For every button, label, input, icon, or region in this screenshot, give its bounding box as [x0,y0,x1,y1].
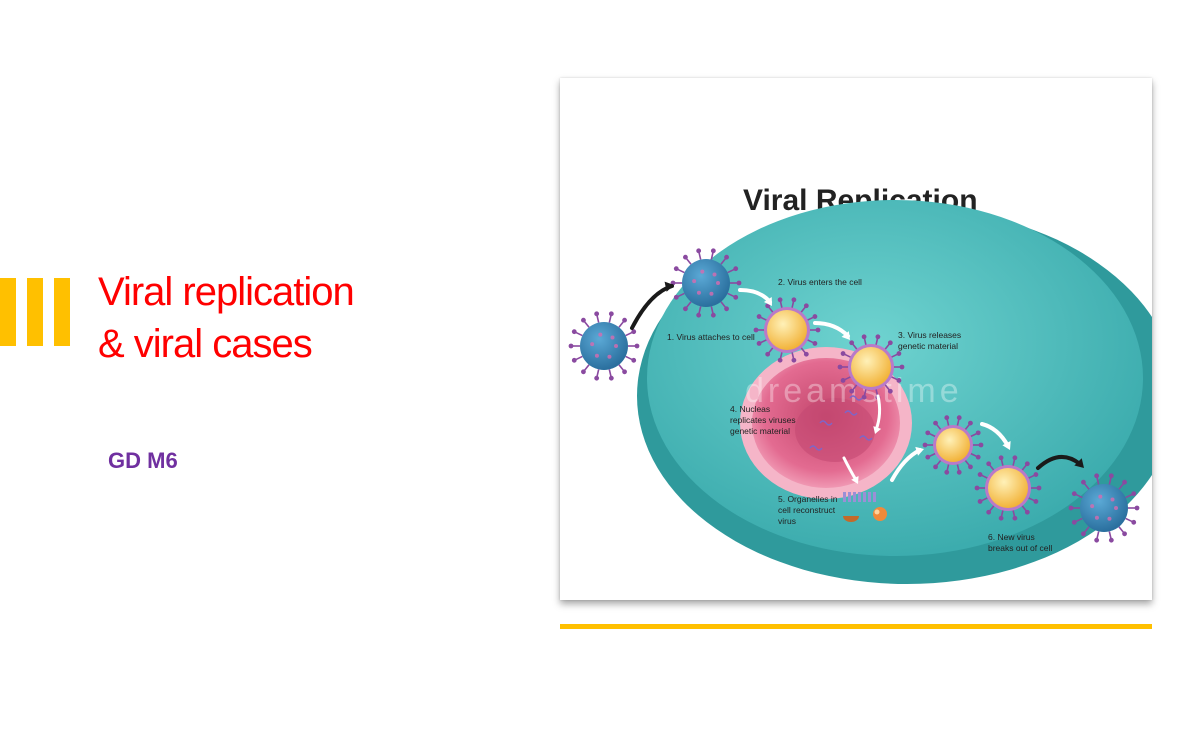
accent-bar [0,278,16,346]
step-label-4: 4. Nucleas replicates viruses genetic ma… [730,404,798,436]
virus-capsid-icon [922,415,984,475]
arrowhead-icon [664,281,674,292]
virus-particle-icon [1068,473,1140,543]
arrow-black-icon [1036,455,1082,470]
accent-bar [27,278,43,346]
virus-capsid-icon [753,297,821,363]
arrow-white-icon [980,422,1010,448]
step-label-1: 1. Virus attaches to cell [667,332,755,342]
virus-capsid-icon [974,455,1042,521]
step-label-6: 6. New virus breaks out of cell [988,532,1052,553]
organelles [843,492,887,522]
arrowhead-icon [841,331,850,340]
slide-title: Viral replication & viral cases [98,266,518,370]
figure-underline [560,624,1152,629]
genetic-material-icon [809,395,873,451]
slide-title-line1: Viral replication [98,270,355,314]
virus-particle-icon [670,248,742,318]
step-label-2: 2. Virus enters the cell [778,277,862,287]
virus-particle-icon [568,311,640,381]
arrowhead-icon [763,297,772,306]
accent-bar [54,278,70,346]
viral-replication-diagram: Viral Replication dreamstime 1. Virus at… [568,184,1152,584]
arrowhead-icon [1074,458,1084,468]
diagram-image: Viral Replication dreamstime 1. Virus at… [560,78,1152,600]
slide-title-line2: & viral cases [98,322,313,366]
slide-subtitle: GD M6 [108,448,178,473]
arrowhead-icon [851,476,859,484]
virus-capsid-icon [837,334,905,400]
step-label-5: 5. Organelles in cell reconstruct virus [778,494,840,526]
step-label-3: 3. Virus releases genetic material [898,330,964,351]
arrowhead-icon [915,446,924,456]
arrowhead-icon [873,426,882,434]
arrow-white-icon [874,394,882,432]
accent-bars [0,278,74,346]
arrowhead-icon [1002,441,1011,450]
